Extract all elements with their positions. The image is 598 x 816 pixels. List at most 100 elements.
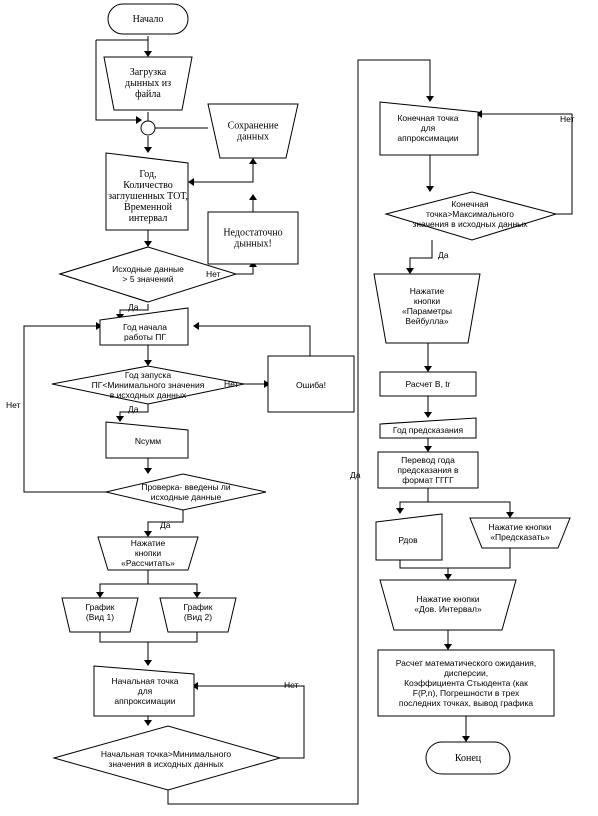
process-shape [377,649,555,717]
node-text-line: Конечная [451,199,489,209]
node-text-line: интервал [129,213,168,224]
edge-label-yes-year: Да [128,404,139,414]
node-text-line: > 5 значений [123,274,174,284]
arrowhead [424,446,432,452]
node-text-line: Загрузка [130,67,167,78]
node-text-line: Расчет математического ожидания, [396,658,536,668]
node-end: Конец [425,741,511,775]
junction-circle [140,120,156,136]
node-text-line: «Рассчитать» [121,558,175,568]
manual-operation-shape [159,597,237,633]
node-text-line: Конец [455,753,482,764]
node-text-line: данных [237,132,269,143]
arrowhead [406,268,414,274]
arrowhead [249,194,257,200]
node-text-line: Год начала [123,322,167,332]
arrowhead [424,412,432,418]
edge-label-yes-end-point: Да [438,250,449,260]
terminator-shape [425,741,511,775]
node-btn-interval: Нажатие кнопки«Дов. Интервал» [379,579,517,631]
node-text-line: Временной [124,202,173,213]
arrowhead [264,380,270,388]
arrowhead [249,158,257,164]
node-junction [140,120,156,136]
node-btn-predict: Нажатие кнопки«Предсказать» [469,517,571,549]
node-text-line: Ошиба! [296,380,326,390]
manual-input-shape [207,103,299,159]
node-text-line: Вейбулла» [405,316,449,326]
manual-operation-shape [379,579,517,631]
node-check-count: Исходные данные> 5 значений [58,246,238,303]
node-text-line: последних точках, вывод графика [399,698,534,708]
node-text-line: Коэффициента Стьюдента (как [404,678,528,688]
arrowhead [144,147,152,153]
node-text-line: дисперсии, [444,668,488,678]
node-text-line: «Предсказать» [490,532,550,542]
edge-no-start-point [194,685,305,759]
node-text-line: аппроксимации [114,696,175,706]
edge-calc-graph2 [148,583,198,596]
process-shape [379,371,477,397]
node-text-line: График [85,602,114,612]
arrowhead [144,720,152,726]
node-nsum: Nсумм [105,421,189,459]
decision-shape [51,365,245,405]
manual-operation-shape [97,536,199,571]
node-text-line: кнопки [414,296,440,306]
edge-calc-graph1 [99,570,149,596]
node-text-line: F(P,n), Погрешности в трех [413,688,520,698]
arrowhead [96,592,104,598]
manual-input-shape [375,513,443,561]
edge-label-yes-long: Да [350,470,361,480]
node-text: Нажатие кнопки«Предсказать» [488,522,551,542]
edge-yes-long [167,59,431,805]
node-text-line: дынных из [125,78,171,89]
arrowhead [144,531,152,537]
decision-shape [52,725,282,791]
node-text-line: Исходные данные [112,264,184,274]
terminator-shape [107,3,189,35]
edge-save-input [189,160,254,183]
node-text-line: Начало [133,14,164,25]
arrowhead [424,366,432,372]
decision-shape [105,473,267,511]
node-text-line: аппроксимации [397,133,458,143]
arrowhead [144,468,152,474]
edge-graph2-merge [148,632,198,643]
node-text: Конец [455,753,482,764]
node-text: Исходные данные> 5 значений [112,264,184,284]
arrowhead [444,644,452,650]
node-text-line: работы ПГ [124,332,166,342]
manual-input-shape [93,665,195,717]
node-graph2: График(Вид 2) [159,597,237,633]
node-text-line: значения в исходных данных [412,219,528,229]
edge-label-no-start-point: Нет [284,680,299,690]
node-text-line: Нажатие кнопки [416,594,479,604]
node-text-line: (Вид 2) [184,612,212,622]
manual-operation-shape [61,597,139,633]
edge-convert-pdov [399,488,429,512]
arrowhead [462,736,470,742]
edge-labels: Нет Да Нет Да Нет Да Нет Да Нет Да [6,114,575,690]
node-text-line: Недостаточно [223,228,282,239]
node-text-line: Расчет B, tr [406,379,451,389]
node-text-line: «Дов. Интервал» [414,604,482,614]
arrowhead [192,682,198,690]
node-text-line: «Параметры [402,306,452,316]
